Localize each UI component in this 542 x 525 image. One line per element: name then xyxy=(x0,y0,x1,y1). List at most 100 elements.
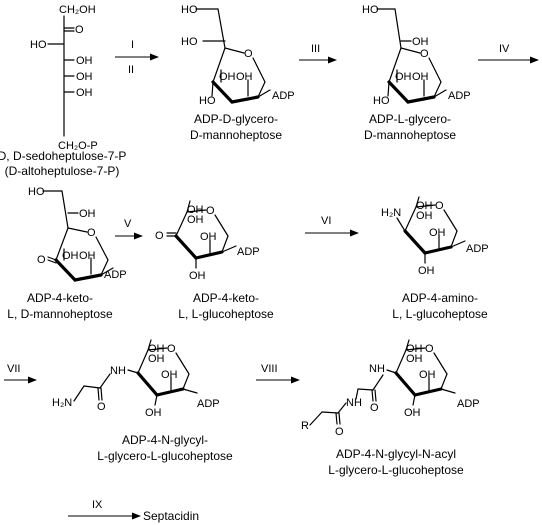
atom-o-keto: O xyxy=(155,230,164,242)
atom-nh: NH xyxy=(369,363,385,375)
atom-oh-c7: OH xyxy=(187,214,204,226)
atom-oh-c4: OH xyxy=(76,55,93,67)
arrow-step-4 xyxy=(478,56,539,64)
atom-oh-c2: OH xyxy=(236,71,253,83)
atom-oh-c2: OH xyxy=(161,369,178,381)
compound-4-n-glycyl-n-acyl-structure: R O NH O NH O OH OH OH OH ADP xyxy=(301,339,480,438)
step-label-2: II xyxy=(128,64,134,76)
label-4-keto-ll-line2: L, L-glucoheptose xyxy=(178,307,274,321)
atom-ho-c3: OH xyxy=(189,270,206,282)
atom-ho-c3: HO xyxy=(373,95,390,107)
atom-oh-c5: OH xyxy=(76,71,93,83)
atom-ho-c6: HO xyxy=(181,36,198,48)
atom-o-keto: O xyxy=(37,254,46,266)
label-adp-l-glycero-line2: D-mannoheptose xyxy=(364,128,456,142)
arrow-step-5 xyxy=(115,232,143,240)
atom-oh-c3: OH xyxy=(62,250,79,262)
label-4-n-glycyl-n-acyl-line2: L-glycero-L-glucoheptose xyxy=(328,463,464,477)
atom-oh-c6: OH xyxy=(79,208,96,220)
atom-ring-o: O xyxy=(425,343,434,355)
compound-4-n-glycyl-structure: H₂N O NH O OH OH OH OH ADP xyxy=(52,339,220,419)
label-4-keto-ld-line1: ADP-4-keto- xyxy=(27,291,93,305)
atom-oh-c2: OH xyxy=(419,369,436,381)
label-4-n-glycyl-line1: ADP-4-N-glycyl- xyxy=(122,433,208,447)
atom-adp: ADP xyxy=(448,90,471,102)
atom-nh-acyl: NH xyxy=(346,397,362,409)
atom-adp: ADP xyxy=(457,398,480,410)
step-label-7: VII xyxy=(7,363,20,375)
label-adp-l-glycero-line1: ADP-L-glycero- xyxy=(369,112,451,126)
label-4-n-glycyl-line2: L-glycero-L-glucoheptose xyxy=(97,449,233,463)
atom-adp: ADP xyxy=(104,269,127,281)
atom-ho-c7: HO xyxy=(181,4,198,16)
atom-ring-o: O xyxy=(167,343,176,355)
label-sedoheptulose-line1: D, D-sedoheptulose-7-P xyxy=(0,149,126,163)
atom-nh: NH xyxy=(110,365,126,377)
atom-oh-c2: OH xyxy=(429,227,446,239)
compound-sedoheptulose-structure: CH₂OH O HO OH OH OH CH₂O-P xyxy=(30,4,98,152)
atom-o-amide: O xyxy=(97,401,106,413)
atom-oh-c3: OH xyxy=(404,407,421,419)
product-septacidin: Septacidin xyxy=(143,509,199,523)
atom-o-acyl: O xyxy=(335,426,344,438)
atom-o-ketone: O xyxy=(75,24,84,36)
atom-adp: ADP xyxy=(197,398,220,410)
atom-ring-o: O xyxy=(435,200,444,212)
atom-ring-o: O xyxy=(420,48,429,60)
atom-adp: ADP xyxy=(466,243,489,255)
step-label-8: VIII xyxy=(261,363,278,375)
compound-4-amino-ll-gluco-structure: O H₂N OH OH OH OH ADP xyxy=(381,196,489,277)
atom-ring-o: O xyxy=(206,205,215,217)
label-4-keto-ll-line1: ADP-4-keto- xyxy=(193,291,259,305)
atom-ho-c3: HO xyxy=(199,95,216,107)
atom-oh-c7: OH xyxy=(148,353,165,365)
compound-4-keto-ll-gluco-structure: O O OH OH OH OH ADP xyxy=(155,200,260,282)
atom-ring-o: O xyxy=(87,227,96,239)
step-label-9: IX xyxy=(92,499,103,511)
atom-oh-c2: OH xyxy=(412,71,429,83)
label-adp-d-glycero-line1: ADP-D-glycero- xyxy=(194,112,278,126)
step-label-1: I xyxy=(131,39,134,51)
atom-ho-c7: HO xyxy=(28,186,45,198)
label-adp-d-glycero-line2: D-mannoheptose xyxy=(190,128,282,142)
atom-oh-c6: OH xyxy=(406,343,423,355)
atom-adp: ADP xyxy=(237,246,260,258)
step-label-5: V xyxy=(124,218,132,230)
atom-ch2oh-top: CH₂OH xyxy=(59,4,96,16)
atom-adp: ADP xyxy=(272,90,295,102)
atom-h2n: H₂N xyxy=(381,207,401,219)
atom-h2n: H₂N xyxy=(52,397,72,409)
atom-ch2op: CH₂O-P xyxy=(58,140,98,152)
atom-oh-c6: OH xyxy=(416,200,433,212)
arrow-step-8 xyxy=(256,376,300,384)
atom-oh-c7: OH xyxy=(406,353,423,365)
label-4-amino-line1: ADP-4-amino- xyxy=(402,291,478,305)
label-4-n-glycyl-n-acyl-line1: ADP-4-N-glycyl-N-acyl xyxy=(336,447,456,461)
atom-oh-c7: OH xyxy=(416,210,433,222)
label-sedoheptulose-line2: (D-altoheptulose-7-P) xyxy=(5,164,120,178)
atom-oh-c6: OH xyxy=(187,204,204,216)
arrow-step-3 xyxy=(299,56,337,64)
atom-oh-c3: OH xyxy=(145,407,162,419)
atom-oh-c6: OH xyxy=(412,36,429,48)
atom-oh-c6: OH xyxy=(148,343,165,355)
compound-4-keto-ld-manno-structure: HO OH O O OH OH ADP xyxy=(28,186,127,282)
compound-adp-d-glycero-structure: HO HO O OH OH HO ADP xyxy=(181,4,295,107)
atom-r: R xyxy=(301,420,309,432)
atom-oh-c4: OH xyxy=(219,71,236,83)
atom-o-amide: O xyxy=(370,402,379,414)
arrow-step-1-2 xyxy=(115,53,159,61)
label-4-keto-ld-line2: L, D-mannoheptose xyxy=(7,307,113,321)
arrow-step-6 xyxy=(305,229,359,237)
arrow-step-9 xyxy=(68,512,141,520)
atom-oh-c2: OH xyxy=(79,250,96,262)
atom-ho-c3: HO xyxy=(30,39,47,51)
atom-ho-c7: HO xyxy=(362,4,379,16)
atom-oh-c6: OH xyxy=(76,87,93,99)
compound-adp-l-glycero-structure: HO OH O OH OH HO ADP xyxy=(362,4,471,107)
step-label-4: IV xyxy=(499,43,510,55)
arrow-step-7 xyxy=(4,376,37,384)
label-4-amino-line2: L, L-glucoheptose xyxy=(392,307,488,321)
step-label-3: III xyxy=(311,43,320,55)
